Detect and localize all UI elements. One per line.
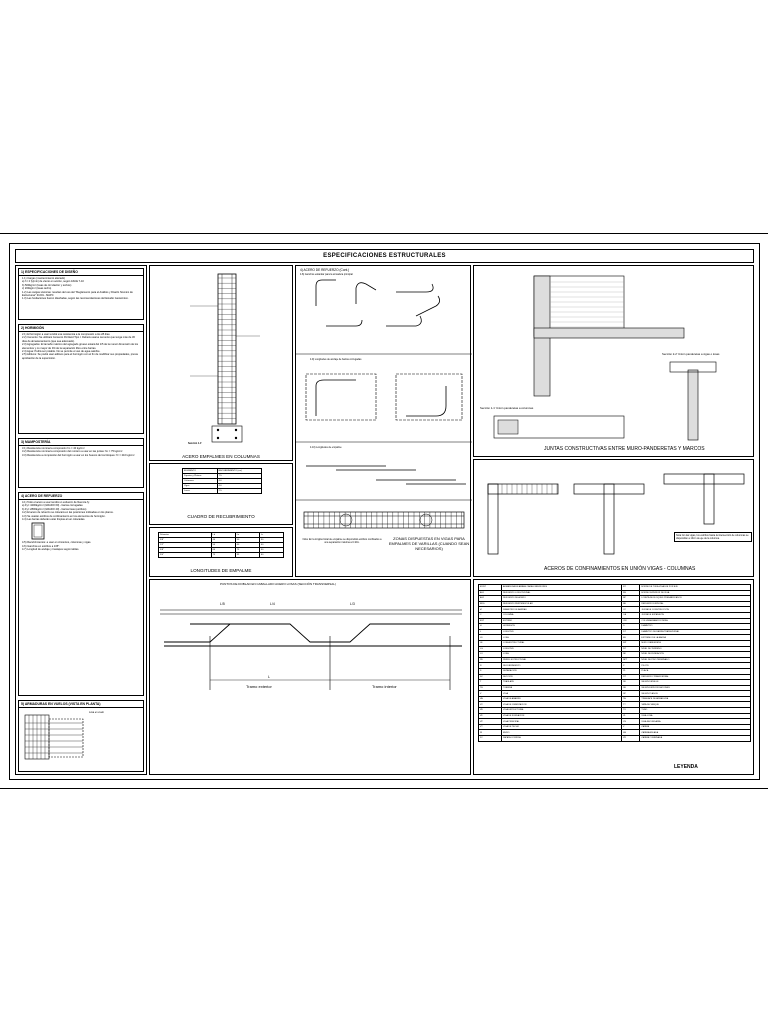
spec-line: 4.1) Todo el acero a usar tendrá un esfu… [22,501,90,504]
juntas-panel: Sección 1-1' Unión panderetas a columnas… [473,265,754,457]
zonas-title: ZONAS DISPUESTAS EN VIGAS PARA EMPALMES … [388,536,470,551]
spec-line: 4.3) Se usarán estribos de confinamiento… [22,514,106,518]
tramo-interior-label: Tramo interior [372,684,397,689]
splice-note: Nota: En la longitud total de empalme se… [302,538,382,544]
legend-row-cell: ZR [621,735,641,742]
spec-line: 2.5) Aditivos: Se podrá usar aditivos pa… [22,353,138,360]
section-1-label: Sección 1-1' [188,442,202,445]
spec-line: 3.2) Resistencia nominal a compresión de… [22,450,123,454]
slab-bending-drawing [160,609,462,690]
junta-section-1: Sección 1-1' Unión panderetas a columnas [480,406,534,410]
confinamiento-panel: Nota: En las vigas, los estribos hasta l… [473,459,754,577]
spec-section-1: 1) ESPECIFICACIONES DE DISEÑO 1.1) Carga… [18,268,144,320]
spec-line: a) f´c 2 fy(min) de viento en acción, se… [22,280,84,284]
spec-line: 4.7) Longitud de anclaje y traslapes seg… [22,548,80,552]
spec-5-heading: 5) ARMADURAS EN VUELOS (VISTA EN PLANTA) [19,701,143,708]
tramo-exterior-label: Tramo exterior [246,684,272,689]
hooks-and-anchorage-drawing [296,279,472,529]
spec-2-body: 2.1) El hormigón a usar tendrá una resis… [19,332,143,361]
acero-cont-panel: 4) ACERO DE REFUERZO (Cont.) 4.8) Gancho… [295,265,472,577]
stirrup-icon [31,523,45,540]
spec-line: b) 500kg/m² (losas de circulación y tech… [22,283,72,287]
spec-2-heading: 2) HORMIGÓN [19,325,143,332]
splice-subheading: 4.10) Longitudes de empalme [310,446,342,449]
junta-section-2: Sección 2-2' Unión panderetas a vigas o … [662,352,720,356]
spec-line: 2.1) El hormigón a usar tendrá una resis… [22,333,110,336]
drawing-sheet: ESPECIFICACIONES ESTRUCTURALES 1) ESPECI… [0,233,768,789]
empalme-columnas-title: ACERO EMPALMES EN COLUMNAS [182,454,260,459]
recub-row-cell: 2.5 [216,488,263,494]
confinamiento-title: ACEROS DE CONFINAMIENTOS EN UNIÓN VIGAS … [544,566,696,572]
long-row-cell: 60 [258,552,285,558]
spec-line: 2.4) Agua: Podrá ser potable. No se perm… [22,350,101,354]
hooks-subheading: 4.8) Ganchos estándar para la armadura p… [300,273,353,276]
legend-title: LEYENDA [674,764,698,770]
anchorage-subheading: 4.9) Longitudes de anclaje de barras cor… [310,358,362,361]
spec-4-heading: 4) ACERO DE REFUERZO [19,493,143,500]
legend-row-cell: ZAPATA CORRIDA [501,735,623,742]
spec-line: 4.4) Las barras deberán estar limpias al… [22,518,86,522]
spec-1-body: 1.1) Cargas (mantenimiento alterado) a) … [19,276,143,302]
sheet-frame: ESPECIFICACIONES ESTRUCTURALES 1) ESPECI… [9,243,760,780]
spec-line: 4.2) El acero de refuerzo se colocará en… [22,511,114,515]
label-l5: L/5 [220,602,225,606]
spec-line: 2.3) Agregados: El tamaño máximo del agr… [22,343,139,350]
spec-line: 1.3) Las fundaciones fueron diseñadas, s… [22,297,129,301]
spec-section-3: 3) MAMPOSTERÍA 3.1) Resistencia nominal … [18,438,144,488]
label-l3: L/3 [350,602,355,606]
spec-3-body: 3.1) Resistencia nominal a compresión fm… [19,446,143,458]
puntos-doblado-panel: PUNTOS DE DOBLAD EN CABALLADO ACERO LOSA… [149,579,471,775]
label-l4: L/4 [270,602,275,606]
recub-row-cell: Losas [182,488,218,494]
spec-line: 2.2) Cemento: Se utilizará Cemento Portl… [22,336,135,343]
long-row-cell: 75 [210,552,236,558]
spec-4-body: 4.1) Todo el acero a usar tendrá un esfu… [19,500,143,553]
legend-row-cell: ZAPATA COMBINADA [639,735,751,742]
confinamiento-note-box: Nota: En las vigas, los estribos hasta l… [674,532,752,542]
juntas-title: JUNTAS CONSTRUCTIVAS ENTRE MURO-PANDERET… [544,446,705,452]
recubrimiento-title: CUADRO DE RECUBRIMIENTO [187,514,255,519]
spec-line: a) Fy= 4200kg/cm² (GRADO 60) - barras co… [22,504,83,508]
cantilever-note: Losa en vuelo [89,711,104,714]
confinamiento-drawing [487,473,745,555]
column-elevation-drawing [190,273,260,443]
spec-section-2: 2) HORMIGÓN 2.1) El hormigón a usar tend… [18,324,144,434]
spec-line: 1.1) Cargas (mantenimiento alterado) [22,277,66,280]
sheet-title: ESPECIFICACIONES ESTRUCTURALES [15,249,754,263]
spec-line: 4.6) Ganchos en estribos a 135°. [22,544,60,548]
specs-panel: 1) ESPECIFICACIONES DE DISEÑO 1.1) Carga… [15,265,147,775]
long-row-cell: 95 [234,552,260,558]
spec-section-5: 5) ARMADURAS EN VUELOS (VISTA EN PLANTA)… [18,700,144,772]
spec-section-4: 4) ACERO DE REFUERZO 4.1) Todo el acero … [18,492,144,696]
juntas-drawing [493,275,717,441]
acero-cont-heading: 4) ACERO DE REFUERZO (Cont.) [300,268,350,272]
spec-line: 3.3) Resistencia a compresión del hormig… [22,453,135,457]
spec-line: 3.1) Resistencia nominal a compresión fm… [22,447,85,450]
legend-row-cell: ZC [477,735,503,742]
spec-line: 1.2) Las cargas sísmicas: resultan del u… [22,290,133,298]
stirrup-sketch [22,521,140,541]
cantilever-plan-drawing [24,714,84,760]
long-row-cell: 3/4" [158,552,212,558]
spec-line: b) Fy= 2800kg/cm² (GRADO 40) - barras li… [22,507,87,511]
spec-3-heading: 3) MAMPOSTERÍA [19,439,143,446]
label-l: L [268,675,270,679]
spec-line: 4.5) Recubrimientos: a usar en cimientos… [22,541,92,545]
longitudes-title: LONGITUDES DE EMPALME [190,568,252,573]
spec-line: c) 200kg/m² (losas techo) [22,287,52,291]
column-splice-panel: Sección 1-1' ACERO EMPALMES EN COLUMNAS [149,265,293,461]
spec-1-heading: 1) ESPECIFICACIONES DE DISEÑO [19,269,143,276]
puntos-doblado-title: PUNTOS DE DOBLAD EN CABALLADO ACERO LOSA… [220,582,336,586]
